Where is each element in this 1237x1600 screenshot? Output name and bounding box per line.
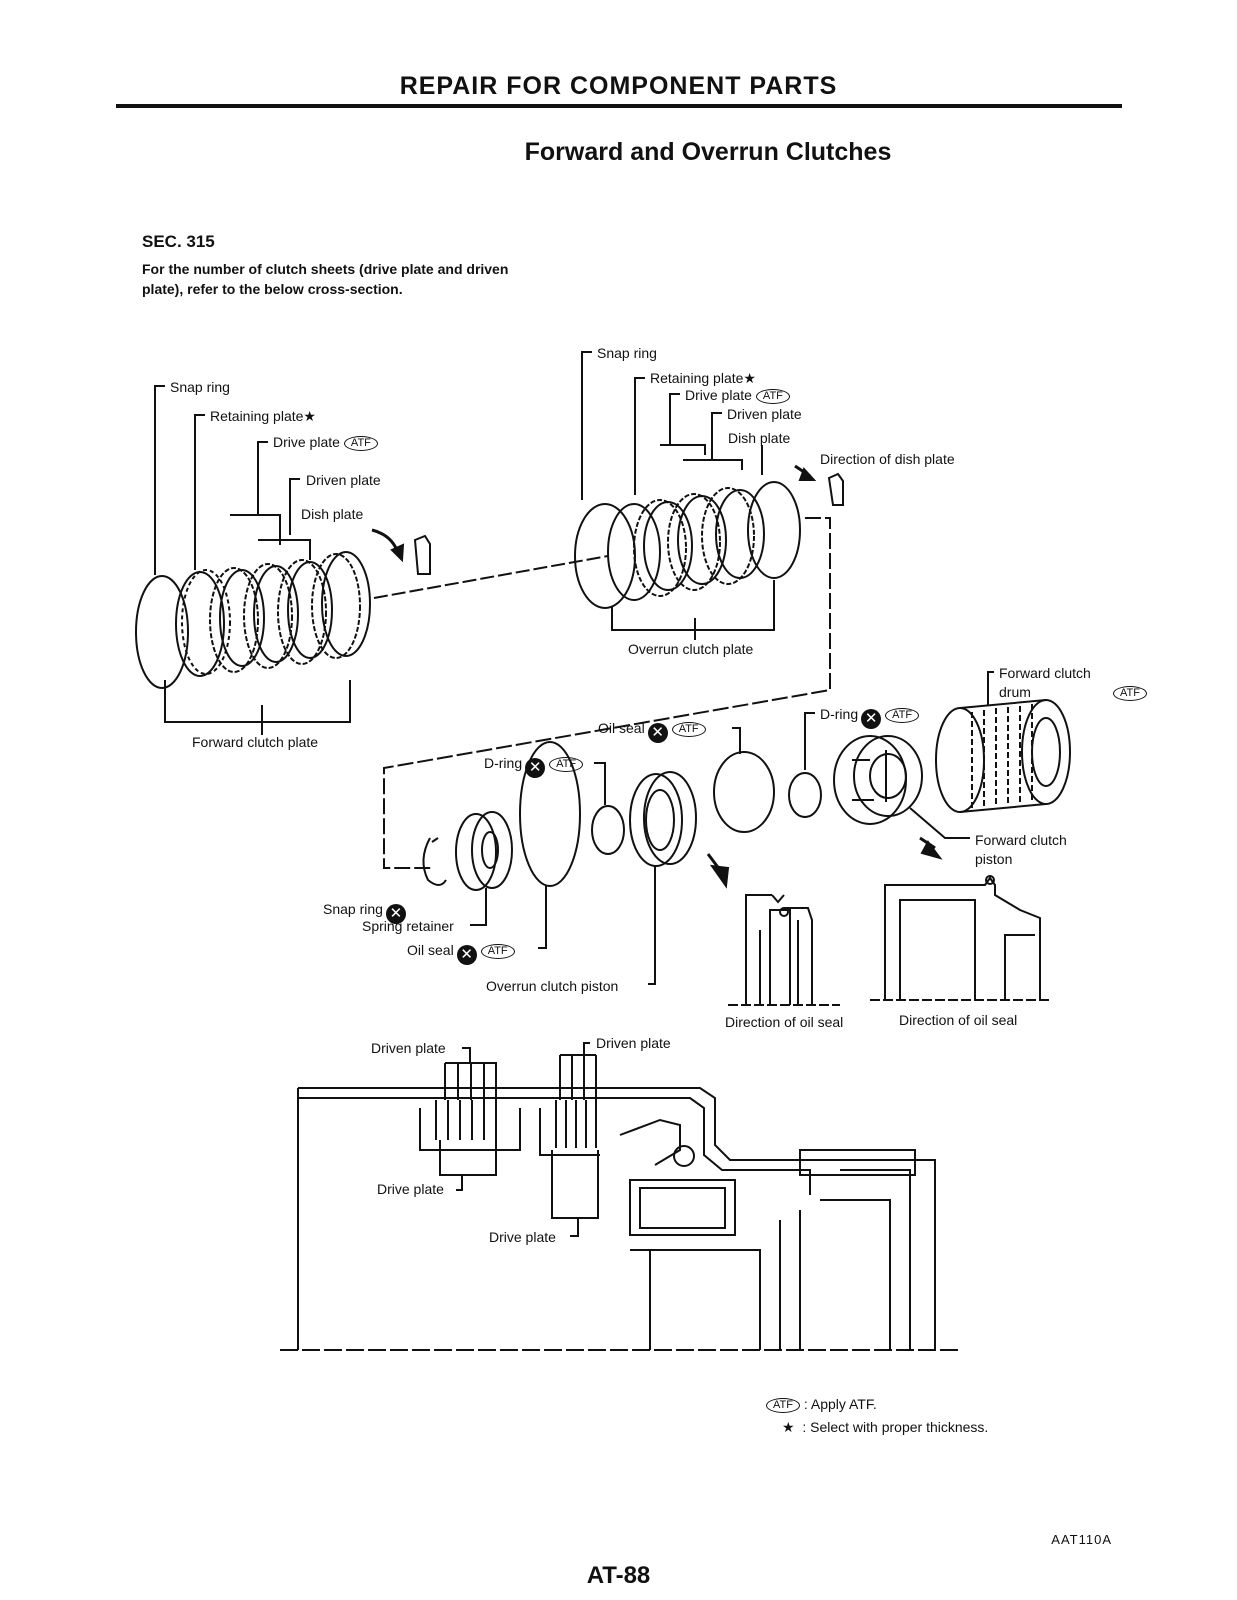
section-title: REPAIR FOR COMPONENT PARTS bbox=[399, 72, 838, 100]
label-text: D-ring bbox=[484, 755, 523, 771]
atf-symbol: ATF bbox=[1113, 686, 1147, 701]
label-left-snap-ring: Snap ring bbox=[170, 379, 230, 395]
label-direction-of-dish-plate: Direction of dish plate bbox=[820, 451, 955, 467]
label-text: Retaining plate bbox=[650, 370, 744, 386]
atf-symbol: ATF bbox=[480, 944, 515, 959]
star-symbol: ★ bbox=[303, 408, 316, 424]
label-text: D-ring bbox=[820, 706, 859, 722]
star-symbol: ★ bbox=[743, 370, 756, 386]
label-text: Forward clutch drum bbox=[999, 665, 1091, 700]
label-left-driven-plate: Driven plate bbox=[306, 472, 381, 488]
oil-seal-direction-1 bbox=[728, 894, 840, 1006]
label-oil-seal-upper: Oil seal✕ATF bbox=[598, 720, 706, 743]
replace-x-icon: ✕ bbox=[647, 723, 668, 743]
atf-symbol: ATF bbox=[549, 757, 584, 772]
label-right-retaining-plate: Retaining plate★ bbox=[650, 370, 756, 386]
legend-star: ★ : Select with proper thickness. bbox=[782, 1419, 988, 1435]
spring-retainer bbox=[455, 811, 513, 891]
label-cs-driven-plate-2: Driven plate bbox=[596, 1035, 671, 1051]
label-right-dish-plate: Dish plate bbox=[728, 430, 791, 446]
label-cs-drive-plate-1: Drive plate bbox=[377, 1181, 444, 1197]
label-forward-clutch-plate: Forward clutch plate bbox=[192, 734, 319, 750]
label-left-dish-plate: Dish plate bbox=[301, 506, 364, 522]
atf-symbol: ATF bbox=[671, 722, 706, 737]
oil-seal-direction-2 bbox=[870, 875, 1050, 1001]
label-text: Drive plate bbox=[685, 387, 752, 403]
label-spring-retainer: Spring retainer bbox=[362, 918, 454, 934]
label-text: Drive plate bbox=[273, 434, 340, 450]
label-oil-seal-lower: Oil seal✕ATF bbox=[407, 942, 515, 965]
label-cs-drive-plate-2: Drive plate bbox=[489, 1229, 556, 1245]
page-subtitle: Forward and Overrun Clutches bbox=[524, 138, 892, 166]
label-overrun-clutch-plate: Overrun clutch plate bbox=[628, 641, 754, 657]
label-forward-clutch-piston: Forward clutch piston bbox=[975, 832, 1067, 867]
legend-atf-text: : Apply ATF. bbox=[803, 1396, 877, 1412]
label-cs-driven-plate-1: Driven plate bbox=[371, 1040, 446, 1056]
label-direction-of-oil-seal-2: Direction of oil seal bbox=[899, 1012, 1018, 1028]
label-snap-ring-lower: Snap ring✕ bbox=[323, 901, 406, 924]
figure-code: AAT110A bbox=[1051, 1532, 1112, 1547]
left-plate-stack bbox=[135, 551, 371, 689]
replace-x-icon: ✕ bbox=[385, 904, 406, 924]
label-right-driven-plate: Driven plate bbox=[727, 406, 802, 422]
atf-symbol: ATF bbox=[343, 436, 378, 451]
label-text: Snap ring bbox=[323, 901, 383, 917]
replace-x-icon: ✕ bbox=[456, 945, 477, 965]
replace-x-icon: ✕ bbox=[525, 758, 546, 778]
label-text: Oil seal bbox=[598, 720, 645, 736]
atf-symbol: ATF bbox=[766, 1398, 800, 1413]
star-symbol: ★ bbox=[782, 1419, 795, 1435]
label-right-snap-ring: Snap ring bbox=[597, 345, 657, 361]
legend-atf: ATF : Apply ATF. bbox=[766, 1396, 877, 1413]
cross-section bbox=[280, 1042, 960, 1351]
page-number: AT-88 bbox=[586, 1562, 651, 1589]
label-text: Retaining plate bbox=[210, 408, 304, 424]
section-note: For the number of clutch sheets (drive p… bbox=[142, 261, 509, 297]
label-d-ring-left: D-ring✕ATF bbox=[484, 755, 584, 778]
forward-clutch-drum bbox=[935, 699, 1071, 813]
replace-x-icon: ✕ bbox=[861, 709, 882, 729]
right-plate-stack bbox=[574, 481, 801, 609]
forward-clutch-piston bbox=[833, 735, 923, 825]
atf-symbol: ATF bbox=[755, 389, 790, 404]
header-rule bbox=[116, 104, 1122, 108]
atf-symbol: ATF bbox=[885, 708, 920, 723]
label-direction-of-oil-seal-1: Direction of oil seal bbox=[725, 1014, 844, 1030]
legend-star-text: : Select with proper thickness. bbox=[802, 1419, 989, 1435]
overrun-clutch-piston bbox=[629, 771, 697, 867]
label-text: Oil seal bbox=[407, 942, 454, 958]
label-d-ring-right: D-ring✕ATF bbox=[820, 706, 920, 729]
label-left-retaining-plate: Retaining plate★ bbox=[210, 408, 316, 424]
section-code: SEC. 315 bbox=[142, 232, 215, 251]
label-overrun-clutch-piston: Overrun clutch piston bbox=[486, 978, 619, 994]
